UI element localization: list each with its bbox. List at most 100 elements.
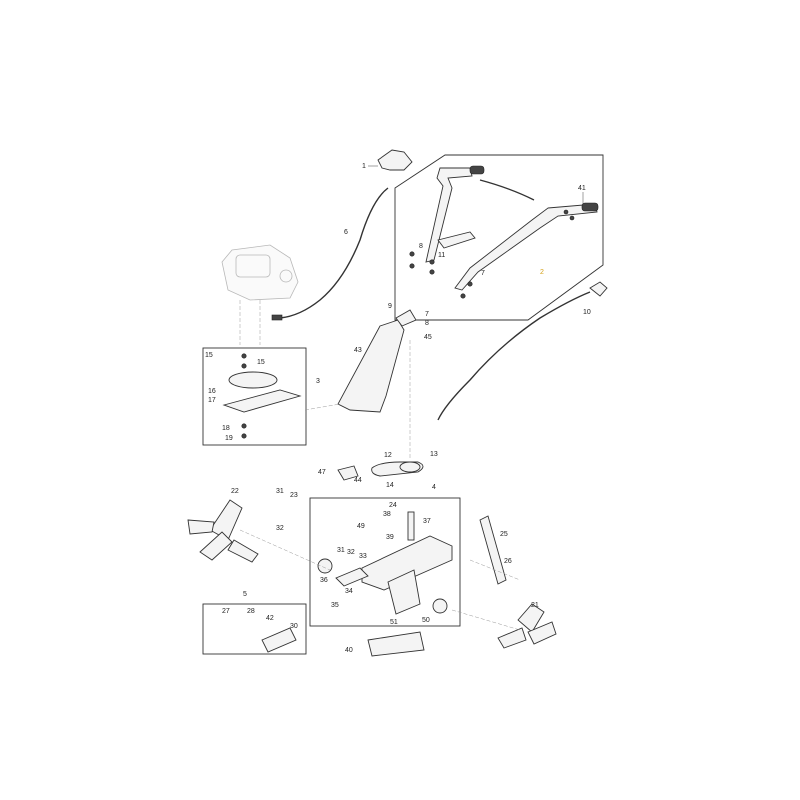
callout-33: 33	[359, 553, 367, 560]
callout-7b: 7	[425, 311, 429, 318]
throttle-lever	[377, 149, 413, 171]
mounting-plate	[222, 389, 302, 413]
callout-17: 17	[208, 397, 216, 404]
gear-plate-frame	[202, 347, 307, 446]
callout-13: 13	[430, 451, 438, 458]
callout-15b: 15	[257, 359, 265, 366]
tine-assembly-frame	[202, 603, 307, 655]
callout-10: 10	[583, 309, 591, 316]
bolt-icon	[460, 293, 466, 299]
handle-support	[337, 319, 405, 413]
handle-grip-right	[581, 202, 599, 212]
callout-15a: 15	[205, 352, 213, 359]
handle-cable-top	[479, 179, 535, 201]
handle-bar-left	[425, 167, 473, 263]
callout-42: 42	[266, 615, 274, 622]
washer-icon	[241, 363, 247, 369]
callout-45: 45	[424, 334, 432, 341]
callout-11: 11	[438, 252, 445, 259]
callout-47: 47	[318, 469, 326, 476]
handle-bar-right	[454, 203, 598, 291]
tine-rotor-right	[451, 603, 557, 649]
tine-rotor-left	[187, 499, 331, 571]
callout-19: 19	[225, 435, 233, 442]
callout-9: 9	[388, 303, 392, 310]
handle-grip-left	[469, 165, 485, 175]
depth-stake	[479, 515, 507, 585]
callout-36: 36	[320, 577, 328, 584]
callout-41: 41	[578, 185, 586, 192]
support-bracket	[395, 309, 417, 327]
bolt-icon	[429, 269, 435, 275]
callout-22: 22	[231, 488, 239, 495]
bolt-icon	[409, 263, 415, 269]
bolt-icon	[467, 281, 473, 287]
callout-26: 26	[504, 558, 512, 565]
callout-34: 34	[345, 588, 353, 595]
callout-24: 24	[389, 502, 397, 509]
washer-icon	[241, 353, 247, 359]
pulley-icon	[399, 461, 421, 473]
base-plate	[367, 631, 425, 657]
callout-16: 16	[208, 388, 216, 395]
callout-35: 35	[331, 602, 339, 609]
washer-icon	[241, 423, 247, 429]
engine-ghost	[221, 244, 299, 345]
callout-21: 21	[531, 602, 539, 609]
callout-43: 43	[354, 347, 362, 354]
gearbox-shaft	[407, 511, 415, 541]
callout-25: 25	[500, 531, 508, 538]
bolt-icon	[569, 215, 575, 221]
callout-49: 49	[357, 523, 365, 530]
callout-31a: 31	[276, 488, 284, 495]
callout-2: 2	[540, 269, 544, 276]
callout-3: 3	[316, 378, 320, 385]
callout-50: 50	[422, 617, 430, 624]
callout-30: 30	[290, 623, 298, 630]
bolt-icon	[409, 251, 415, 257]
callout-6: 6	[344, 229, 348, 236]
callout-18: 18	[222, 425, 230, 432]
callout-4: 4	[432, 484, 436, 491]
callout-39: 39	[386, 534, 394, 541]
callout-8: 8	[419, 243, 423, 250]
alignment-line	[469, 559, 521, 581]
callout-5: 5	[243, 591, 247, 598]
callout-28: 28	[247, 608, 255, 615]
callout-23a: 23	[290, 492, 298, 499]
cable-end-icon	[271, 314, 283, 321]
callout-14: 14	[386, 482, 394, 489]
callout-27: 27	[222, 608, 230, 615]
pulley-plate	[228, 371, 278, 389]
washer-icon	[241, 433, 247, 439]
throttle-cable	[279, 187, 389, 319]
handle-crossbar	[437, 231, 476, 249]
callout-labels: 1 6 41 2 8 11 7 10 9 7 8 45 43 15 15 16 …	[205, 163, 591, 654]
callout-37: 37	[423, 518, 431, 525]
callout-51: 51	[390, 619, 398, 626]
callout-38: 38	[383, 511, 391, 518]
callout-32b: 32	[347, 549, 355, 556]
callout-32a: 32	[276, 525, 284, 532]
gearbox-cover-plate	[335, 567, 369, 587]
callout-12: 12	[384, 452, 392, 459]
callout-40: 40	[345, 647, 353, 654]
clutch-cable	[437, 291, 591, 421]
gearbox-body	[387, 569, 421, 615]
callout-8b: 8	[425, 320, 429, 327]
alignment-line	[304, 403, 341, 411]
tine-shaft	[261, 627, 297, 653]
gearbox-housing	[361, 535, 453, 591]
bolt-icon	[563, 209, 569, 215]
clutch-cable-tip	[589, 281, 608, 297]
belt-guide	[337, 465, 359, 481]
callout-1: 1	[362, 163, 366, 170]
callout-31b: 31	[337, 547, 345, 554]
handle-assembly-frame	[394, 154, 604, 321]
bushing-right	[432, 598, 448, 614]
bolt-icon	[429, 259, 435, 265]
callout-7: 7	[481, 270, 485, 277]
gearbox-frame	[309, 497, 461, 627]
